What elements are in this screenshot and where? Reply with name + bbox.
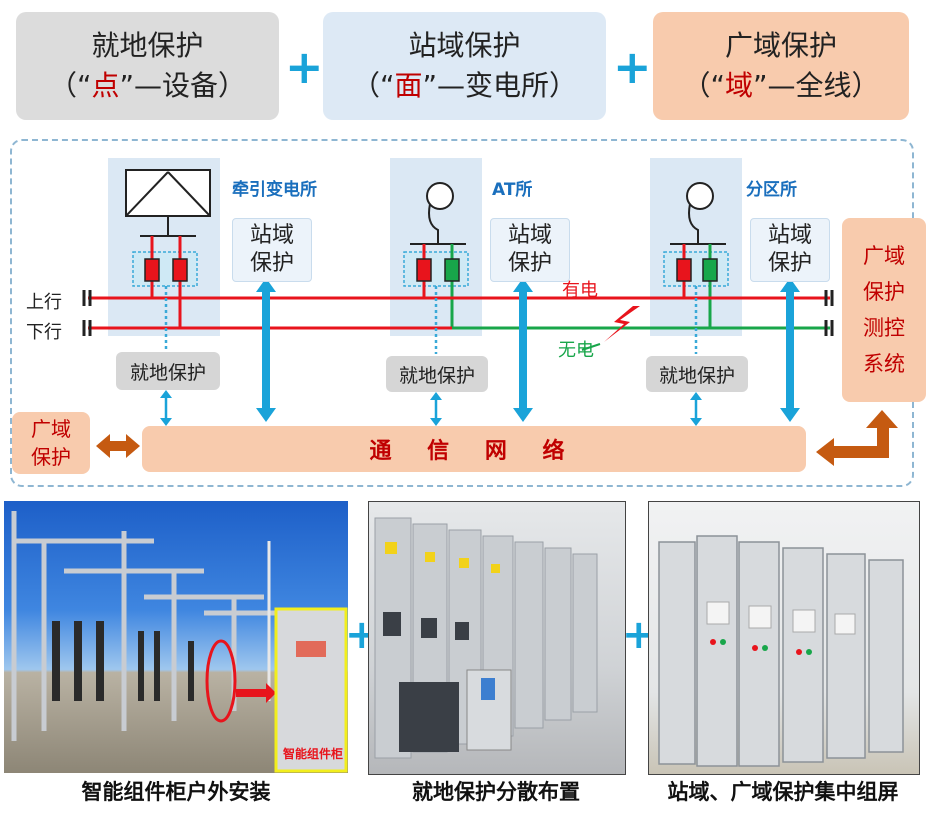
dead-status-label: 无电 xyxy=(558,340,594,361)
local-protection-title: 就地保护 xyxy=(91,29,204,62)
local-protect-box-2: 就地保护 xyxy=(386,356,488,392)
outdoor-cabinet-photo: 智能组件柜 xyxy=(4,501,348,773)
at-station-label: AT所 xyxy=(492,180,533,200)
station-network-arrow-3 xyxy=(780,278,800,422)
caption-centralized-panel: 站域、广域保护集中组屏 xyxy=(667,780,899,804)
wide-area-system-arrow xyxy=(816,410,898,466)
station-protect-box-3: 站域 保护 xyxy=(750,218,830,282)
plus-sign-1: + xyxy=(285,40,324,94)
up-line-label: 上行 xyxy=(26,292,62,313)
station-protect-box-2: 站域 保护 xyxy=(490,218,570,282)
local-protect-box-1: 就地保护 xyxy=(116,352,220,390)
local-protection-subtitle: （“点”—设备） xyxy=(48,69,247,102)
transformer-icon xyxy=(125,169,211,237)
station-protection-box: 站域保护 （“面”—变电所） xyxy=(323,12,606,120)
caption-local-protection: 就地保护分散布置 xyxy=(412,780,580,804)
autotransformer-icon xyxy=(410,182,466,245)
wide-area-protection-box: 广域保护 （“域”—全线） xyxy=(653,12,909,120)
station-protect-box-1: 站域 保护 xyxy=(232,218,312,282)
station-protection-subtitle: （“面”—变电所） xyxy=(351,69,578,102)
wiring-diagram xyxy=(82,169,898,466)
section-post-coil-icon xyxy=(670,182,726,245)
station-network-arrow-1 xyxy=(256,278,276,422)
communication-network: 通 信 网 络 xyxy=(142,426,806,472)
cabinet-label: 智能组件柜 xyxy=(282,747,343,761)
caption-outdoor-cabinet: 智能组件柜户外安装 xyxy=(81,780,271,804)
wide-area-protection-subtitle: （“域”—全线） xyxy=(682,69,880,102)
wide-area-control-system: 广域 保护 测控 系统 xyxy=(842,218,926,402)
live-status-label: 有电 xyxy=(562,280,598,301)
station-protection-title: 站域保护 xyxy=(408,29,521,62)
wide-area-link-arrow xyxy=(96,434,140,458)
plus-sign-2: + xyxy=(613,40,652,94)
fault-lightning-icon xyxy=(604,306,640,342)
wide-area-protect-box: 广域 保护 xyxy=(12,412,90,474)
local-protect-box-3: 就地保护 xyxy=(646,356,748,392)
centralized-panel-photo xyxy=(648,501,920,775)
local-protection-box: 就地保护 （“点”—设备） xyxy=(16,12,279,120)
traction-substation-label: 牵引变电所 xyxy=(232,180,317,200)
wide-area-protection-title: 广域保护 xyxy=(724,29,837,62)
section-post-label: 分区所 xyxy=(746,180,797,200)
station-network-arrow-2 xyxy=(513,278,533,422)
local-protection-room-photo xyxy=(368,501,626,775)
down-line-label: 下行 xyxy=(26,322,62,343)
